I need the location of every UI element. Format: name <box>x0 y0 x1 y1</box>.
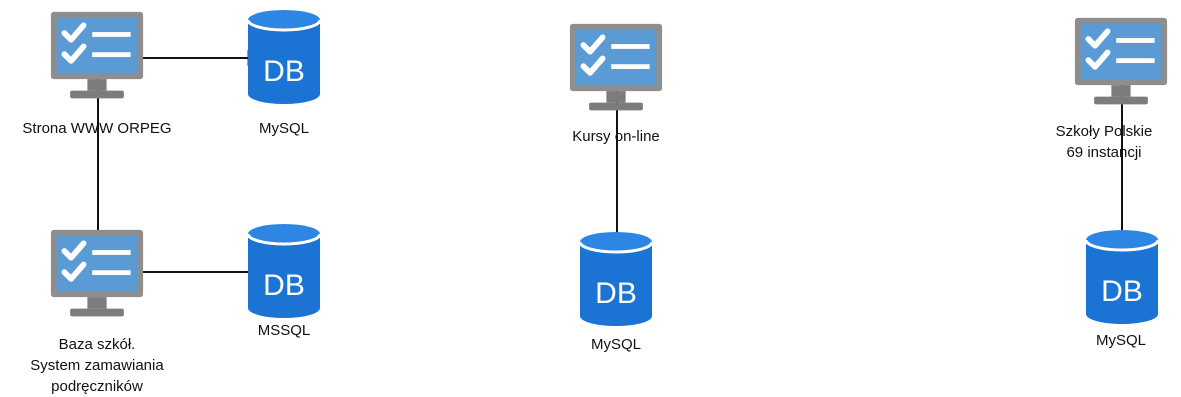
monitor-checklist-icon <box>50 229 144 317</box>
label-line: podręczników <box>51 378 143 395</box>
node-label-kursy-online: Kursy on-line <box>536 126 696 147</box>
label-line: Kursy on-line <box>572 128 660 145</box>
label-line: MySQL <box>258 120 309 137</box>
monitor-checklist-icon <box>569 23 663 111</box>
database-cylinder-icon: DB <box>578 232 654 326</box>
database-cylinder-icon: DB <box>246 224 322 318</box>
database-glyph: DB <box>595 277 637 310</box>
label-line: MySQL <box>590 336 641 353</box>
node-label-www-db: MySQL <box>234 118 334 139</box>
node-label-courses-db: MySQL <box>566 334 666 355</box>
monitor-checklist-icon <box>1074 17 1168 105</box>
label-line: Strona WWW ORPEG <box>22 120 172 137</box>
node-label-polish-db: MySQL <box>1071 330 1171 351</box>
label-line: MySQL <box>1095 332 1146 349</box>
label-line: 69 instancji <box>1066 144 1142 161</box>
database-glyph: DB <box>1101 275 1143 308</box>
label-line: System zamawiania <box>30 357 164 374</box>
monitor-checklist-icon <box>50 11 144 99</box>
database-cylinder-icon: DB <box>246 10 322 104</box>
database-glyph: DB <box>263 269 305 302</box>
node-label-school-db: MSSQL <box>234 320 334 341</box>
label-line: Szkoły Polskie <box>1055 123 1153 140</box>
node-label-szkoly-polskie: Szkoły Polskie 69 instancji <box>1031 121 1177 163</box>
database-glyph: DB <box>263 55 305 88</box>
database-cylinder-icon: DB <box>1084 230 1160 324</box>
label-line: MSSQL <box>257 322 311 339</box>
label-line: Baza szkół. <box>58 336 136 353</box>
node-label-baza-szkol: Baza szkół. System zamawiania podręcznik… <box>2 334 192 397</box>
node-label-strona-www: Strona WWW ORPEG <box>2 118 192 139</box>
